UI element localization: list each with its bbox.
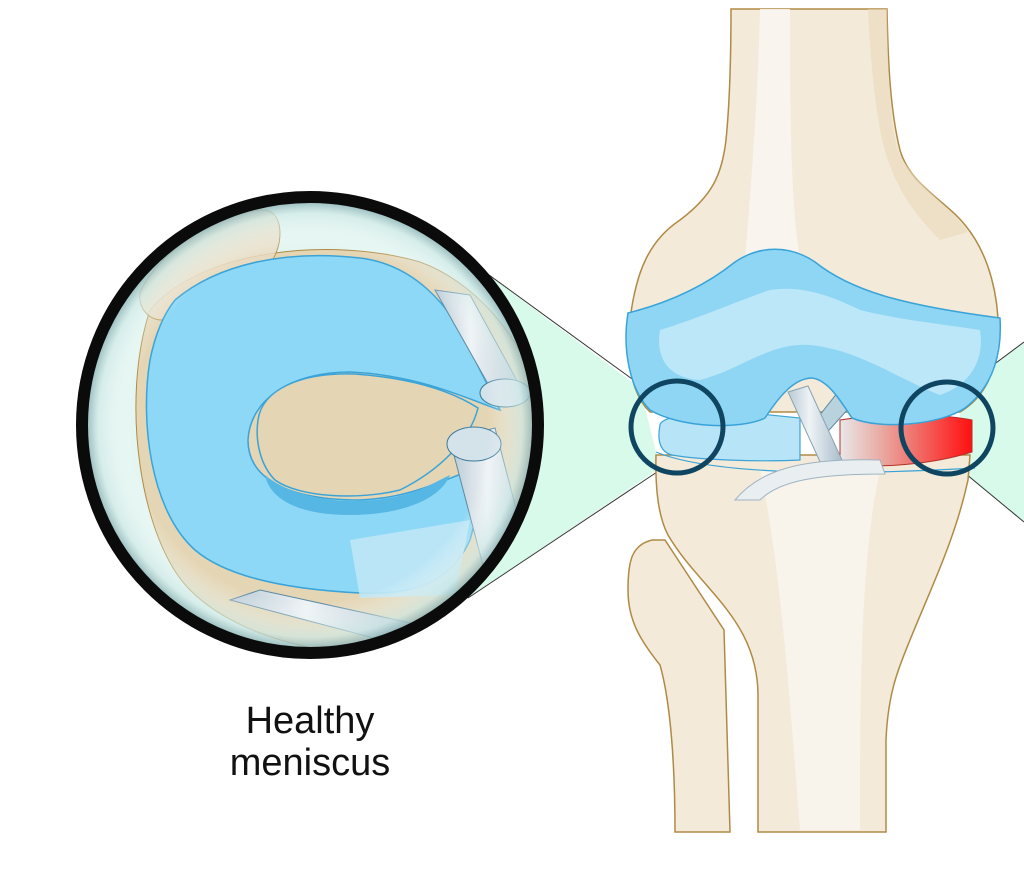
caption-line-2: meniscus bbox=[229, 742, 391, 784]
caption-line-1: Healthy bbox=[245, 700, 375, 742]
fibula bbox=[627, 539, 731, 833]
magnifier-ring bbox=[76, 191, 544, 659]
right-marker-circle bbox=[898, 379, 996, 477]
figure-caption: Healthy meniscus bbox=[190, 700, 430, 784]
left-marker-circle bbox=[628, 378, 726, 476]
magnifier-inset bbox=[76, 191, 544, 659]
